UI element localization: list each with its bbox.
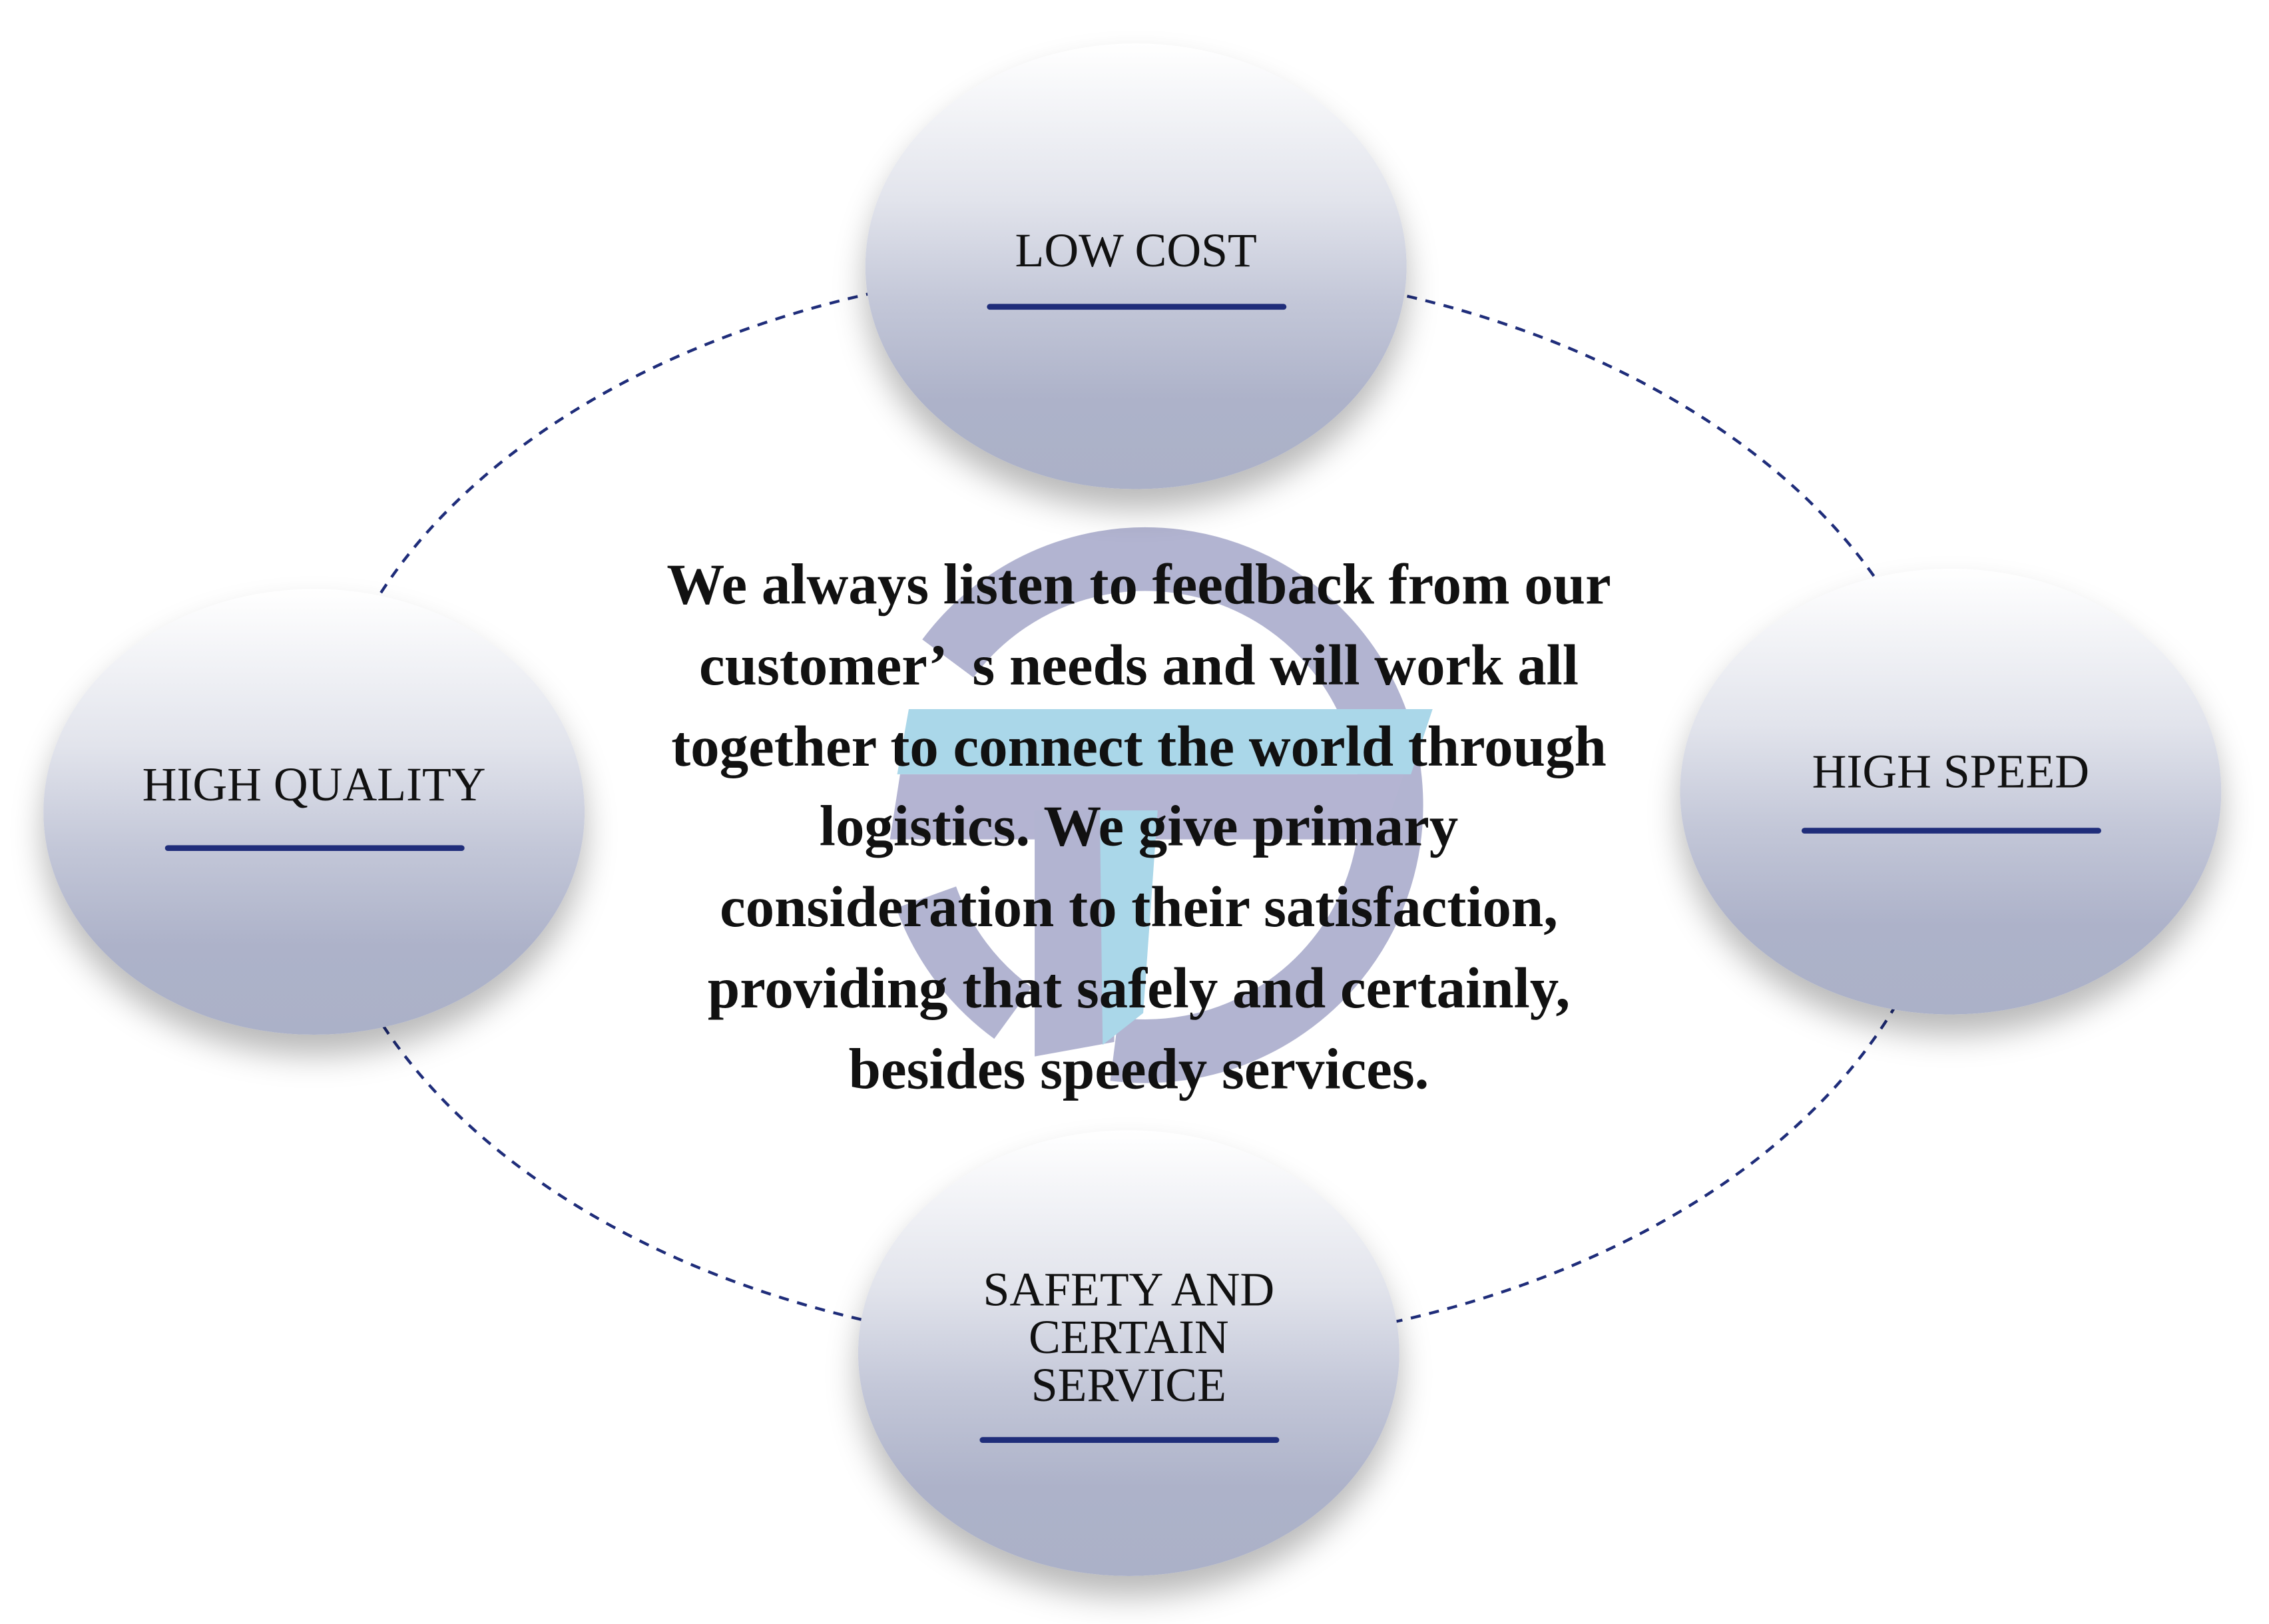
mission-line: besides speedy services. xyxy=(848,1035,1429,1101)
node-high-speed: HIGH SPEED xyxy=(1680,569,2222,1015)
node-label: SERVICE xyxy=(1031,1360,1226,1413)
mission-line: We always listen to feedback from our xyxy=(666,551,1611,617)
node-label: CERTAIN xyxy=(1028,1312,1229,1365)
company-logo-watermark xyxy=(889,527,1433,1083)
node-high-quality: HIGH QUALITY xyxy=(43,589,585,1035)
node-underline xyxy=(979,1437,1280,1443)
node-label: HIGH SPEED xyxy=(1812,746,2090,799)
node-label: SAFETY AND xyxy=(983,1264,1275,1317)
mission-line: providing that safely and certainly, xyxy=(707,955,1571,1021)
mission-line: together to connect the world through xyxy=(671,712,1607,778)
node-underline xyxy=(1802,828,2101,834)
logo-t-stem-light xyxy=(1099,810,1158,1045)
logo-t-bar xyxy=(897,709,1433,774)
node-underline xyxy=(164,845,465,852)
logo-t-bar-shadow xyxy=(889,774,1404,840)
node-safety-certain-service: SAFETY AND CERTAIN SERVICE xyxy=(858,1130,1399,1576)
node-underline xyxy=(987,304,1287,310)
logo-t-stem xyxy=(1035,810,1115,1057)
logo-ring xyxy=(922,527,1423,1083)
node-label: LOW COST xyxy=(1015,226,1257,278)
mission-line: consideration to their satisfaction, xyxy=(720,874,1559,940)
mission-line: customer’ s needs and will work all xyxy=(699,632,1579,698)
mission-statement: We always listen to feedback from our cu… xyxy=(560,544,1718,1109)
logo-ring-left xyxy=(896,886,1033,1039)
node-label: HIGH QUALITY xyxy=(142,760,486,812)
mission-line: logistics. We give primary xyxy=(819,793,1459,859)
node-low-cost: LOW COST xyxy=(865,43,1407,489)
